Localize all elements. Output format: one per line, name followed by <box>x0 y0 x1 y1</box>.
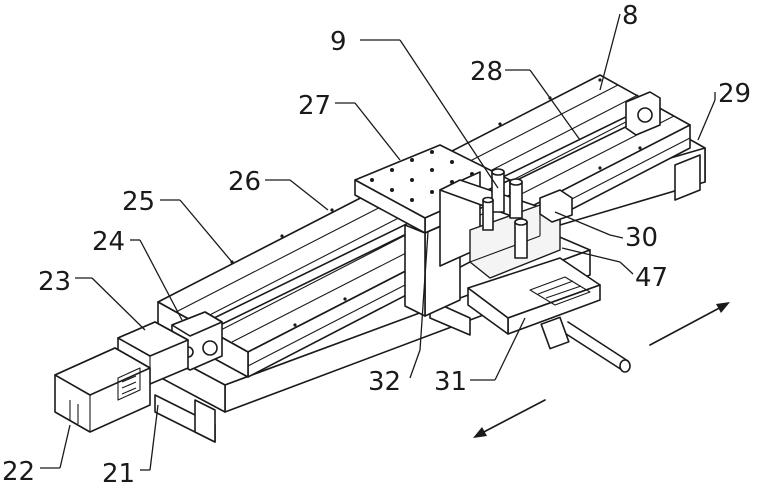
direction-arrows <box>473 302 730 438</box>
callout-8: 8 <box>622 1 639 31</box>
callout-25: 25 <box>122 187 155 217</box>
callout-labels: 8 9 28 27 29 26 25 24 23 30 47 32 31 22 … <box>2 1 751 489</box>
callout-9: 9 <box>330 27 347 57</box>
callout-21: 21 <box>102 459 135 489</box>
callout-29: 29 <box>718 79 751 109</box>
callout-23: 23 <box>38 267 71 297</box>
stepper-motor <box>54 347 151 433</box>
callout-30: 30 <box>625 223 658 253</box>
leader-lines <box>40 13 716 471</box>
callout-26: 26 <box>228 167 261 197</box>
far-bearing-block <box>625 91 661 136</box>
callout-27: 27 <box>298 91 331 121</box>
callout-22: 22 <box>2 457 35 487</box>
callout-32: 32 <box>368 367 401 397</box>
tool-head <box>439 168 573 279</box>
callout-24: 24 <box>92 227 125 257</box>
callout-28: 28 <box>470 57 503 87</box>
callout-47: 47 <box>635 263 668 293</box>
callout-31: 31 <box>434 367 467 397</box>
lower-slide-tray <box>467 257 631 373</box>
